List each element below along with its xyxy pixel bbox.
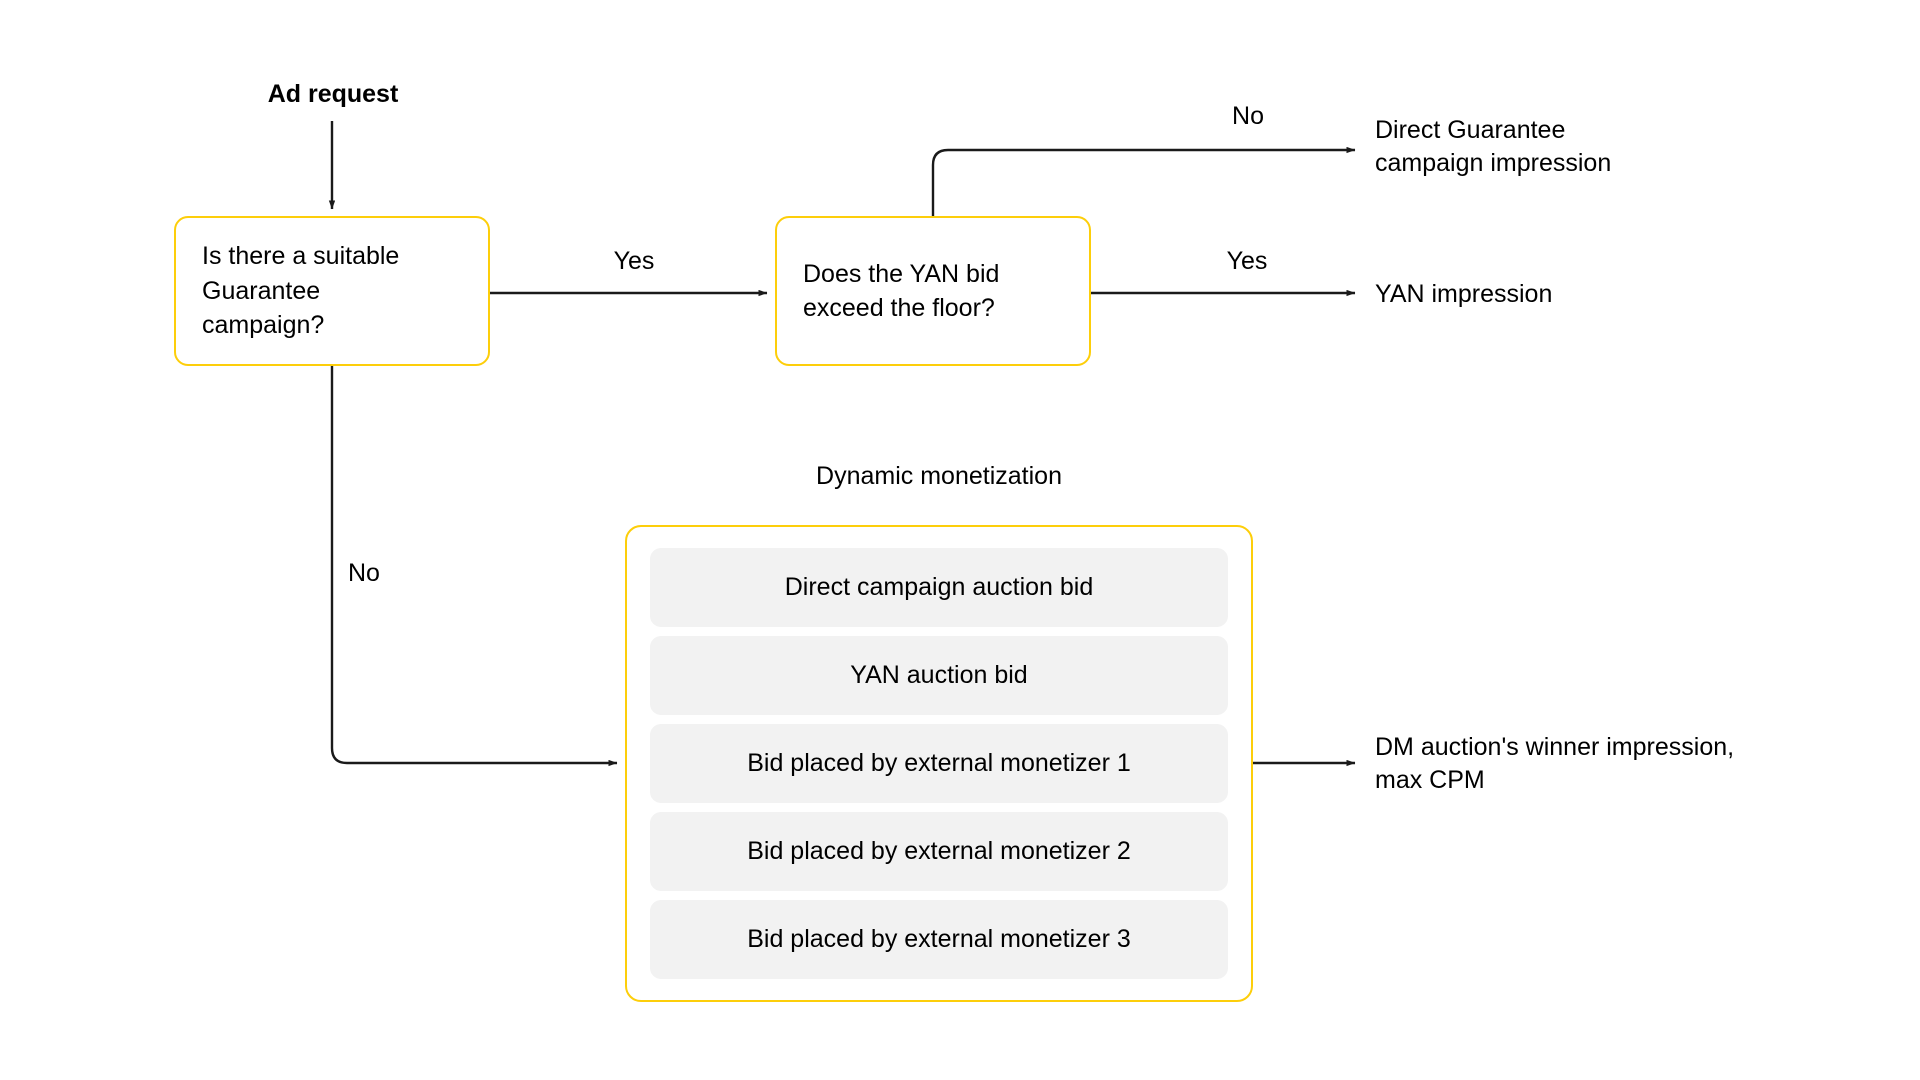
start-label: Ad request [267, 80, 399, 108]
edge-label-floor-yes: Yes [1226, 247, 1268, 275]
dm-bid-item[interactable]: Direct campaign auction bid [650, 548, 1228, 627]
dm-bid-item[interactable]: Bid placed by external monetizer 1 [650, 724, 1228, 803]
decision-yan-bid-floor[interactable]: Does the YAN bid exceed the floor? [775, 216, 1091, 366]
decision-guarantee-campaign[interactable]: Is there a suitable Guarantee campaign? [174, 216, 490, 366]
dm-bid-item[interactable]: Bid placed by external monetizer 2 [650, 812, 1228, 891]
edge-label-floor-no: No [1232, 102, 1264, 130]
dm-bid-item[interactable]: Bid placed by external monetizer 3 [650, 900, 1228, 979]
outcome-yan-impression: YAN impression [1375, 280, 1553, 308]
dynamic-monetization-container: Direct campaign auction bid YAN auction … [625, 525, 1253, 1002]
decision-guarantee-campaign-text: Is there a suitable Guarantee campaign? [202, 242, 400, 340]
edge-label-guarantee-no: No [348, 559, 380, 587]
edge-label-guarantee-yes: Yes [613, 247, 655, 275]
dm-bid-item[interactable]: YAN auction bid [650, 636, 1228, 715]
outcome-dm-winner: DM auction's winner impression, max CPM [1375, 733, 1735, 794]
edge-floor-no [931, 146, 1356, 216]
outcome-direct-guarantee: Direct Guarantee campaign impression [1375, 116, 1612, 177]
decision-yan-bid-floor-text: Does the YAN bid exceed the floor? [803, 259, 1000, 323]
dynamic-monetization-title: Dynamic monetization [816, 462, 1062, 490]
